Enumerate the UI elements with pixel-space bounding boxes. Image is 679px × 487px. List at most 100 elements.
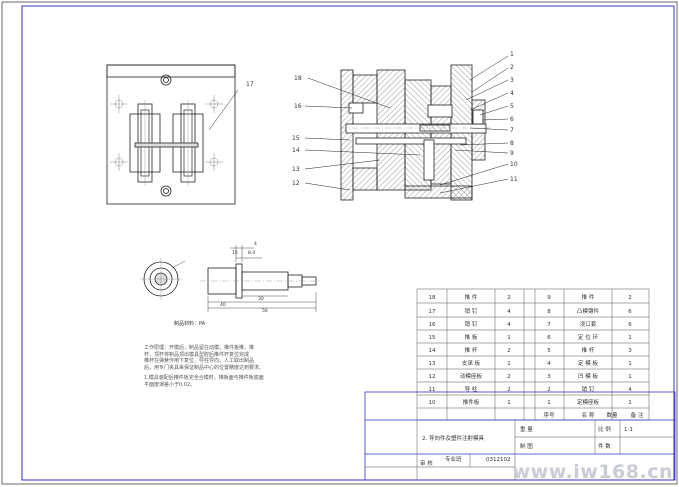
- callout-8: 8: [510, 140, 514, 147]
- section-leaders: [304, 55, 509, 194]
- bom-cell-no: 6: [547, 335, 551, 341]
- inner-border: [21, 5, 675, 481]
- bom-table: [416, 288, 650, 421]
- bom-cell-qty: 2: [507, 374, 511, 380]
- bom-cell-qty: 1: [507, 400, 511, 406]
- note-line: 1.模具装配后推件板完全合模时，推板面与推件板底面: [144, 375, 264, 381]
- bom-cell-no: 5: [547, 348, 551, 354]
- callout-1: 1: [510, 51, 514, 58]
- bom-cell-name: 推 杆: [465, 346, 478, 354]
- checked-by-label: 审 核: [420, 459, 433, 467]
- bom-cell-no: 4: [547, 361, 551, 367]
- bom-cell-no: 13: [429, 361, 436, 367]
- bom-cell-no: 3: [547, 374, 551, 380]
- note-line: 工作原理：开模后，制品留在动模，推件板推，推: [144, 345, 255, 351]
- scale-label: 比 例: [598, 425, 611, 433]
- bom-cell-qty: 2: [507, 348, 511, 354]
- bom-header-name: 名 称: [582, 411, 595, 419]
- bom-cell-no: 7: [547, 322, 551, 328]
- bom-cell-name: 凹 模 板: [578, 372, 598, 380]
- watermark: www.iw168.cn: [512, 461, 673, 483]
- section-view: [340, 64, 490, 201]
- bom-cell-no: 11: [429, 387, 436, 393]
- note-line: 平面度误差小于0.02。: [144, 381, 196, 388]
- dim-30: 30: [258, 296, 264, 302]
- callout-16: 16: [294, 103, 302, 110]
- drawn-by-label: 制 图: [520, 442, 533, 450]
- bom-cell-name: 浇口套: [580, 320, 597, 328]
- bom-cell-name: 支承 板: [462, 359, 481, 367]
- bom-cell-qty: 4: [507, 322, 511, 328]
- note-line: 后，用专门夹具来保证制品中心的位置精度达到要求。: [144, 364, 265, 371]
- title-block: [364, 391, 676, 481]
- bom-header-no: 序号: [543, 411, 555, 419]
- callout-14: 14: [292, 147, 300, 154]
- callout-9: 9: [510, 150, 514, 157]
- callout-7: 7: [510, 127, 514, 134]
- notes-block: 工作原理：开模后，制品留在动模，推件板推，推 杆，顶杆将制品顶出模具型腔后推件杆…: [144, 345, 274, 388]
- bom-cell-qty: 1: [507, 335, 511, 341]
- bom-cell-no: 15: [429, 335, 436, 341]
- callout-15: 15: [292, 135, 300, 142]
- bom-cell-no: 8: [547, 309, 551, 315]
- bom-cell-qty: 4: [628, 387, 632, 393]
- callout-3: 3: [510, 77, 514, 84]
- bom-cell-qty: 4: [507, 309, 511, 315]
- callout-5: 5: [510, 103, 514, 110]
- title-block-text: 2. 导向件及塑件注射模具 比 例 1:1 件 数 重 量 制 图 审 核 专业…: [420, 425, 633, 467]
- bom-cell-qty: 1: [628, 335, 632, 341]
- bom-cell-qty: 3: [628, 348, 632, 354]
- dim-56: 56: [262, 308, 268, 314]
- dim-8-4: 8.4: [248, 250, 255, 256]
- bom-cell-name: 推 板: [465, 333, 478, 341]
- callouts-left: 18 16 15 14 13 12: [292, 75, 302, 187]
- callout-2: 2: [510, 64, 514, 71]
- bom-cell-qty: 2: [628, 295, 632, 301]
- part-end-view: [140, 258, 186, 300]
- bom-cell-qty: 2: [507, 387, 511, 393]
- bom-cell-name: 销 钉: [582, 385, 595, 393]
- plan-callout-17: 17: [246, 81, 254, 88]
- bom-cell-no: 12: [429, 374, 436, 380]
- bom-cell-qty: 1: [628, 400, 632, 406]
- bom-cell-qty: 1: [507, 361, 511, 367]
- drawing-title: 2. 导向件及塑件注射模具: [422, 434, 484, 442]
- bom-cell-qty: 1: [628, 374, 632, 380]
- class-label: 专业班: [445, 455, 462, 463]
- bom-cell-name: 推 杆: [582, 346, 595, 354]
- callout-13: 13: [292, 166, 300, 173]
- bom-cell-name: 推 件: [465, 293, 478, 301]
- note-line: 推杆在弹簧作用下复位，导柱导向，人工取出制品: [144, 358, 255, 364]
- bom-cell-name: 销 钉: [465, 320, 478, 328]
- bom-cell-name: 定模座板: [577, 398, 600, 406]
- bom-cell-name: 推 件: [582, 293, 595, 301]
- dim-40: 40: [220, 302, 226, 308]
- bom-cell-name: 定 位 环: [578, 333, 598, 341]
- student-id: 0312102: [486, 457, 511, 463]
- plan-view: [106, 64, 239, 205]
- bom-cell-name: 导 柱: [465, 385, 478, 393]
- bom-cell-name: 凸模镶件: [577, 307, 600, 315]
- bom-cell-no: 1: [547, 400, 551, 406]
- weight-label: 重 量: [520, 425, 533, 433]
- bom-cell-no: 9: [547, 295, 551, 301]
- callout-4: 4: [510, 90, 514, 97]
- bom-cell-no: 2: [547, 387, 551, 393]
- bom-cell-name: 推件板: [463, 398, 480, 406]
- callouts-right: 1 2 3 4 5 6 7 8 9 10 11: [510, 51, 518, 183]
- bom-cell-qty: 1: [628, 361, 632, 367]
- callout-10: 10: [510, 161, 518, 168]
- bom-cell-name: 动模座板: [460, 372, 483, 380]
- bom-cell-no: 14: [429, 348, 436, 354]
- bom-header-qty: 数量: [606, 411, 618, 419]
- count-label: 件 数: [598, 442, 611, 450]
- bom-header-note: 备 注: [631, 411, 644, 419]
- callout-11: 11: [510, 176, 518, 183]
- bom-cell-name: 销 钉: [465, 307, 478, 315]
- callout-12: 12: [292, 180, 300, 187]
- bom-cell-no: 10: [429, 400, 436, 406]
- dim-15: 15: [232, 250, 238, 256]
- bom-cell-no: 16: [429, 322, 436, 328]
- bom-cell-name: 定 模 板: [578, 359, 598, 367]
